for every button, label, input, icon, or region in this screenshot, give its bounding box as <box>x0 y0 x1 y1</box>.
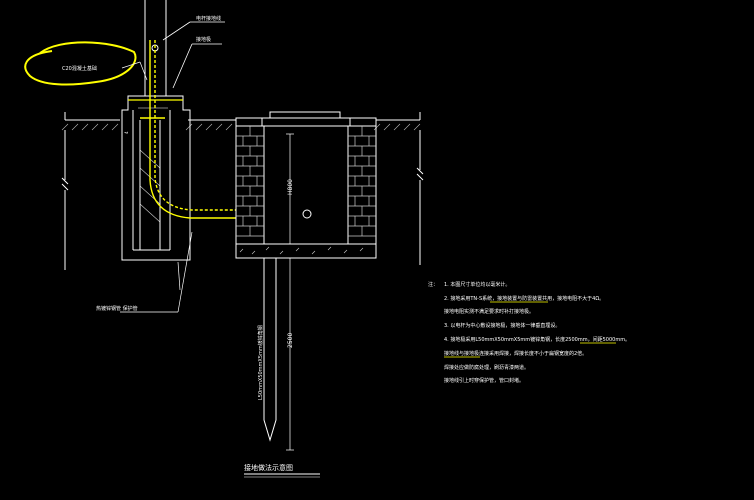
small-dim: 4 <box>124 131 129 134</box>
ground-rod-label: 接地极 <box>196 36 211 43</box>
notes-block: 注： 1. 本图尺寸单位均以毫米计。 2. 接地采用TN-S系统，接地装置与防雷… <box>428 281 630 384</box>
brick-pit <box>235 111 377 259</box>
note-line: 接地电阻实测不满足要求时补打接地极。 <box>444 308 534 315</box>
notes-heading: 注： <box>428 281 438 288</box>
drawing-title-block: 接地做法示意图 <box>244 463 320 478</box>
rod-vertical-label: L50mmX50mmX5mm镀锌角钢 <box>257 325 264 400</box>
depth-upper: H800 <box>287 179 294 195</box>
utility-pole <box>140 0 175 97</box>
pole-label-leader <box>162 21 225 89</box>
note-line: 焊接处应做防腐处理，刷沥青漆两道。 <box>444 364 529 371</box>
ground-rod <box>263 258 294 451</box>
note-line: 4. 接地极采用L50mmX50mmX5mm镀锌角钢，长度2500mm，间距50… <box>444 336 630 343</box>
annot-circled-text: C20混凝土基础 <box>62 65 97 72</box>
ground-wire <box>140 40 236 219</box>
pole-foundation <box>121 95 191 261</box>
pole-label: 电杆接地线 <box>196 15 221 22</box>
note-line: 接地线引上时穿保护管，管口封堵。 <box>444 377 524 384</box>
pipe-label-leader <box>120 231 193 313</box>
note-line: 2. 接地采用TN-S系统，接地装置与防雷装置共用，接地电阻不大于4Ω。 <box>444 295 604 302</box>
ground-surface <box>61 112 424 270</box>
depth-lower: 2500 <box>287 333 294 348</box>
note-line: 1. 本图尺寸单位均以毫米计。 <box>444 281 510 288</box>
drawing-title: 接地做法示意图 <box>244 463 293 472</box>
note-line: 3. 以电杆为中心敷设接地极，接地体一律垂直埋设。 <box>444 322 560 329</box>
circled-annotation <box>24 41 148 86</box>
pipe-label: 热镀锌钢管 保护管 <box>96 305 138 312</box>
note-line: 接地线与接地极连接采用焊接，焊接长度不小于扁钢宽度的2倍。 <box>444 350 587 357</box>
